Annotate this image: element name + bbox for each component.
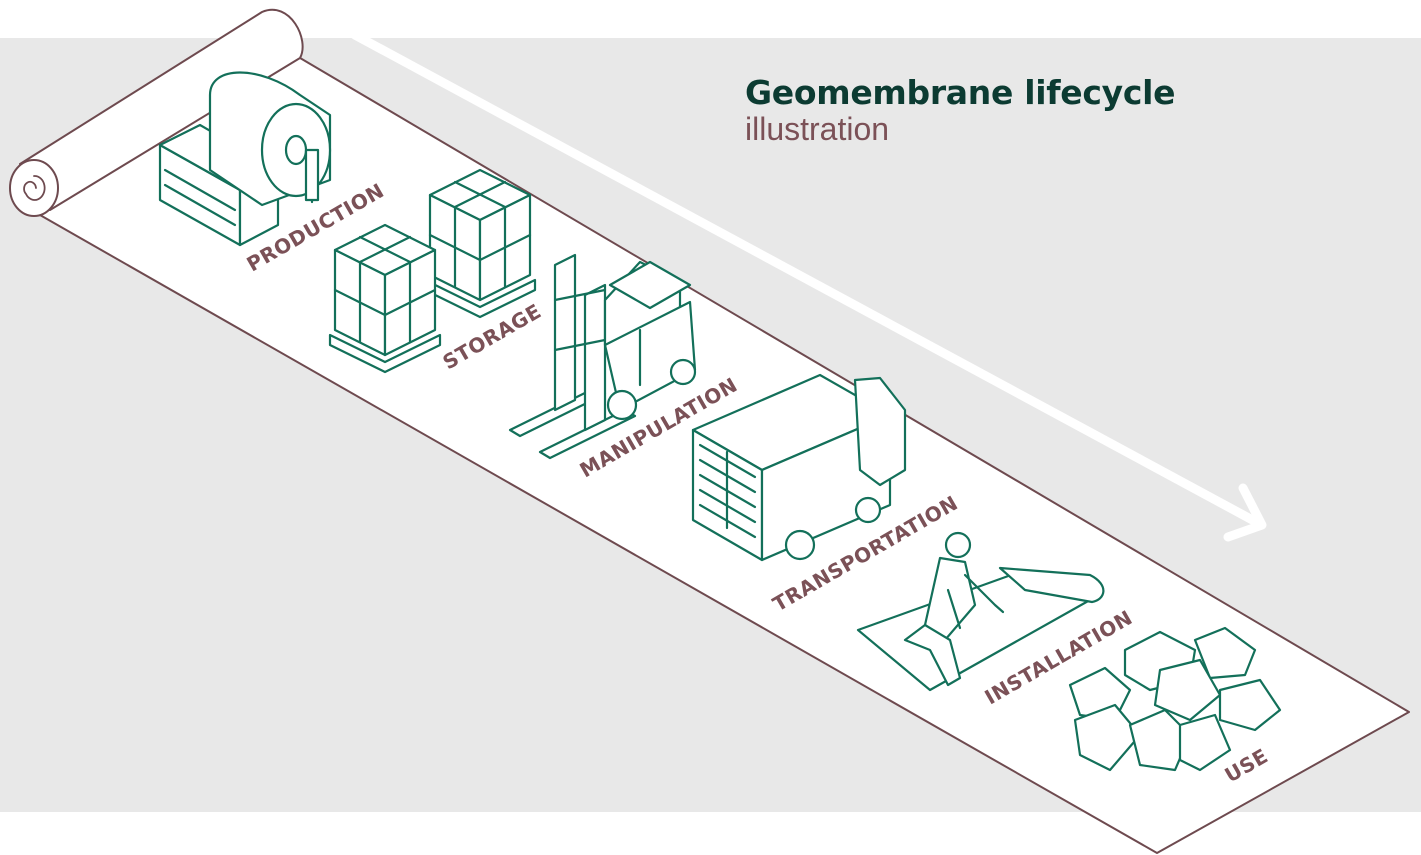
forklift-icon xyxy=(508,253,697,460)
rocks-icon xyxy=(1068,626,1282,772)
production-machine-icon xyxy=(158,71,332,247)
truck-icon xyxy=(691,373,907,562)
page-subtitle: illustration xyxy=(745,111,890,147)
worker-installing-icon xyxy=(856,531,1105,692)
title-block: Geomembrane lifecycle illustration xyxy=(745,73,1176,147)
pallet-boxes-icon xyxy=(328,168,537,374)
direction-arrow xyxy=(350,30,1267,542)
page-title: Geomembrane lifecycle xyxy=(745,73,1176,112)
